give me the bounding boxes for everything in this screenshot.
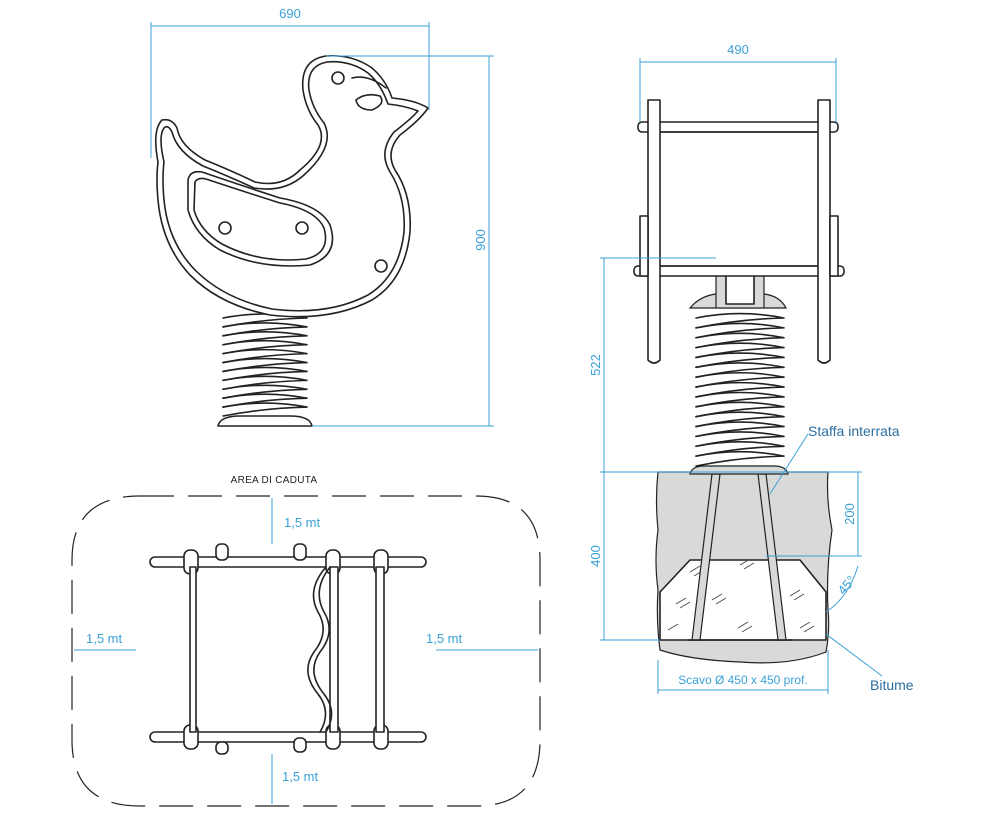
side-width-dimension: 490 [727, 42, 749, 57]
plan-rail-b [375, 566, 385, 733]
side-spring-coil [695, 431, 785, 448]
duck-wing [187, 170, 334, 267]
duck-hole-mid [295, 221, 309, 235]
side-spring-coil [695, 450, 785, 467]
side-seat-height-dimension: 522 [588, 354, 603, 376]
footrest-right [829, 215, 839, 277]
duck-brow [351, 76, 387, 89]
label-buried-bracket: Staffa interrata [808, 423, 900, 439]
side-spring-coil [695, 411, 785, 428]
plan-duck-profile [307, 566, 327, 733]
fall-area-label: AREA DI CADUTA [231, 475, 318, 486]
clearance-top: 1,5 mt [284, 515, 321, 530]
side-spring-coil [695, 441, 785, 457]
duck-cheek [355, 93, 383, 111]
clearance-left: 1,5 mt [86, 631, 123, 646]
seat-crossbar-top [637, 121, 839, 133]
duck-hole-foot [374, 259, 388, 273]
concrete-hatching [667, 558, 815, 633]
plan-view: AREA DI CADUTA 1,5 mt 1,5 mt 1, [71, 475, 541, 807]
duck-body-inner-outline [160, 60, 419, 312]
duck-hole-left [218, 221, 232, 235]
clearance-bottom: 1,5 mt [282, 769, 319, 784]
seat-crossbar-lower [633, 265, 845, 277]
side-spring-coil [695, 332, 785, 349]
side-spring-coil [695, 421, 785, 438]
plan-duck-profile-inner [313, 566, 333, 733]
front-base-plate [217, 415, 313, 427]
front-spring-coil [222, 402, 308, 417]
clearance-right: 1,5 mt [426, 631, 463, 646]
side-spring-coil [695, 362, 785, 378]
footrest-left [639, 215, 649, 277]
duck-wing-inner [193, 177, 327, 261]
side-bracket-depth-dimension: 200 [842, 503, 857, 525]
front-width-dimension: 690 [279, 6, 301, 21]
side-spring-coil [695, 381, 785, 398]
seat-body [655, 131, 823, 267]
concrete-footing [659, 559, 827, 641]
duck-eye [331, 71, 345, 85]
side-foundation-depth-dimension: 400 [588, 545, 603, 567]
side-spring-coil [695, 342, 785, 359]
side-view: 490 522 400 200 45° Scavo Ø 450 x 450 pr… [588, 42, 914, 694]
label-bitumen: Bitume [870, 677, 914, 693]
plan-knobs [183, 543, 389, 755]
front-height-dimension: 900 [473, 229, 488, 251]
side-spring-coil [695, 352, 785, 369]
plan-rail-a [329, 566, 339, 733]
side-spring [695, 312, 785, 467]
side-spring-coil [695, 322, 785, 339]
side-angle-label: 45° [834, 573, 858, 598]
side-spring-coil [695, 401, 785, 418]
side-spring-coil [695, 391, 785, 408]
side-panel-left [647, 99, 661, 364]
side-panel-right [817, 99, 831, 364]
spring-mount-inner [725, 273, 755, 305]
side-base-plate [689, 465, 789, 475]
side-spring-coil [695, 371, 785, 388]
fall-area-boundary [71, 495, 541, 807]
side-excavation-label: Scavo Ø 450 x 450 prof. [678, 673, 807, 687]
side-spring-coil [695, 312, 785, 329]
front-view: 690 900 [150, 6, 494, 427]
plan-rail-left [189, 566, 197, 733]
plan-bar-bottom [149, 731, 427, 743]
front-spring [222, 313, 308, 417]
